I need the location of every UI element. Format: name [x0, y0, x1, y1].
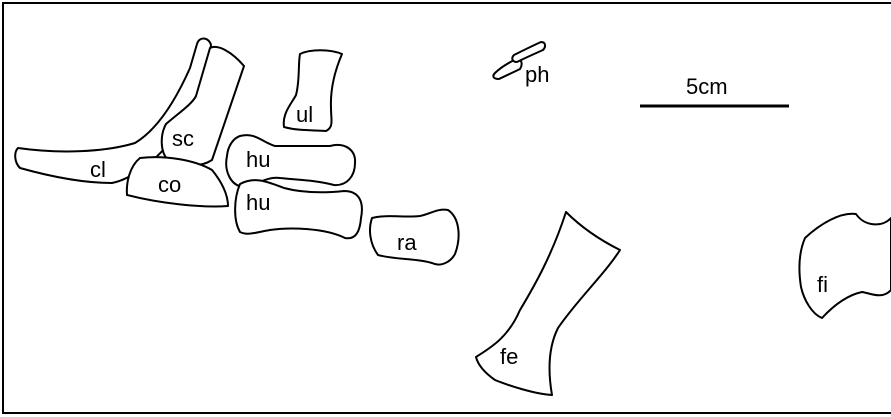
femur-bone: [476, 212, 620, 395]
coracoid-label: co: [158, 172, 181, 197]
humerus-lower-label: hu: [246, 190, 270, 215]
radius-label: ra: [397, 230, 417, 255]
scapula-label: sc: [172, 126, 194, 151]
clavicle-label: cl: [90, 157, 106, 182]
diagram-frame: [3, 3, 891, 413]
phalanx-bone-distal: [512, 42, 545, 62]
phalanx-label: ph: [525, 62, 549, 87]
humerus-upper-label: hu: [246, 147, 270, 172]
fibula-bone: [799, 214, 891, 318]
fibula-label: fi: [817, 272, 828, 297]
scale-bar-label: 5cm: [686, 74, 728, 99]
ulna-label: ul: [296, 102, 313, 127]
femur-label: fe: [500, 344, 518, 369]
